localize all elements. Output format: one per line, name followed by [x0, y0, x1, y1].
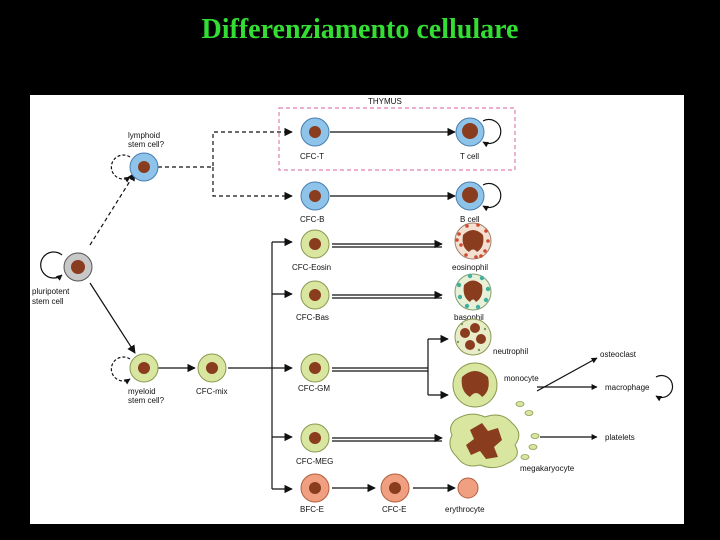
cfc-gm-label: CFC-GM — [298, 384, 330, 393]
thymus-box — [278, 107, 516, 171]
myeloid-stem-cell — [129, 353, 159, 383]
basophil-cell — [454, 273, 492, 311]
myeloid-connectors — [89, 237, 598, 494]
cfc-gm-cell — [300, 353, 330, 383]
lymphoid-label-1: lymphoid — [128, 131, 160, 140]
pluripotent-label-2: stem cell — [32, 297, 64, 306]
pluripotent-stem-cell — [63, 252, 93, 282]
cfc-mix-cell — [197, 353, 227, 383]
slide-title: Differenziamento cellulare — [201, 14, 519, 45]
erythrocyte-label: erythrocyte — [445, 505, 485, 514]
cfc-bas-label: CFC-Bas — [296, 313, 329, 322]
bfc-e-label: BFC-E — [300, 505, 324, 514]
neutrophil-cell — [454, 318, 492, 356]
macrophage-label: macrophage — [605, 383, 650, 392]
monocyte-label: monocyte — [504, 374, 539, 383]
self-renewal-loops — [40, 118, 674, 402]
cfc-b-cell — [300, 181, 330, 211]
neutrophil-label: neutrophil — [493, 347, 528, 356]
basophil-label: basophil — [454, 313, 484, 322]
pluripotent-label-1: pluripotent — [32, 287, 70, 296]
erythrocyte-cell — [457, 477, 479, 499]
megakaryocyte-cell — [449, 401, 540, 469]
cfc-eosin-cell — [300, 229, 330, 259]
b-cell-label: B cell — [460, 215, 480, 224]
cfc-b-label: CFC-B — [300, 215, 324, 224]
cfc-meg-cell — [300, 423, 330, 453]
osteoclast-label: osteoclast — [600, 350, 637, 359]
lymphoid-label-2: stem cell? — [128, 140, 165, 149]
t-cell-label: T cell — [460, 152, 479, 161]
cfc-meg-label: CFC-MEG — [296, 457, 333, 466]
eosinophil-cell — [454, 222, 492, 260]
bfc-e-cell — [300, 473, 330, 503]
myeloid-label-1: myeloid — [128, 387, 156, 396]
t-cell — [455, 117, 485, 147]
cfc-e-label: CFC-E — [382, 505, 406, 514]
megakaryocyte-label: megakaryocyte — [520, 464, 575, 473]
cfc-t-label: CFC-T — [300, 152, 324, 161]
eosinophil-label: eosinophil — [452, 263, 488, 272]
cfc-bas-cell — [300, 280, 330, 310]
platelets-label: platelets — [605, 433, 635, 442]
cfc-mix-label: CFC-mix — [196, 387, 228, 396]
cfc-eosin-label: CFC-Eosin — [292, 263, 331, 272]
myeloid-label-2: stem cell? — [128, 396, 165, 405]
b-cell — [455, 181, 485, 211]
cfc-e-cell — [380, 473, 410, 503]
hematopoiesis-diagram: THYMUS — [32, 97, 674, 514]
diagram-panel: THYMUS — [30, 95, 684, 524]
thymus-label: THYMUS — [368, 97, 402, 106]
cfc-t-cell — [300, 117, 330, 147]
monocyte-cell — [452, 362, 498, 408]
lymphoid-connectors — [89, 127, 456, 246]
lymphoid-stem-cell — [129, 152, 159, 182]
